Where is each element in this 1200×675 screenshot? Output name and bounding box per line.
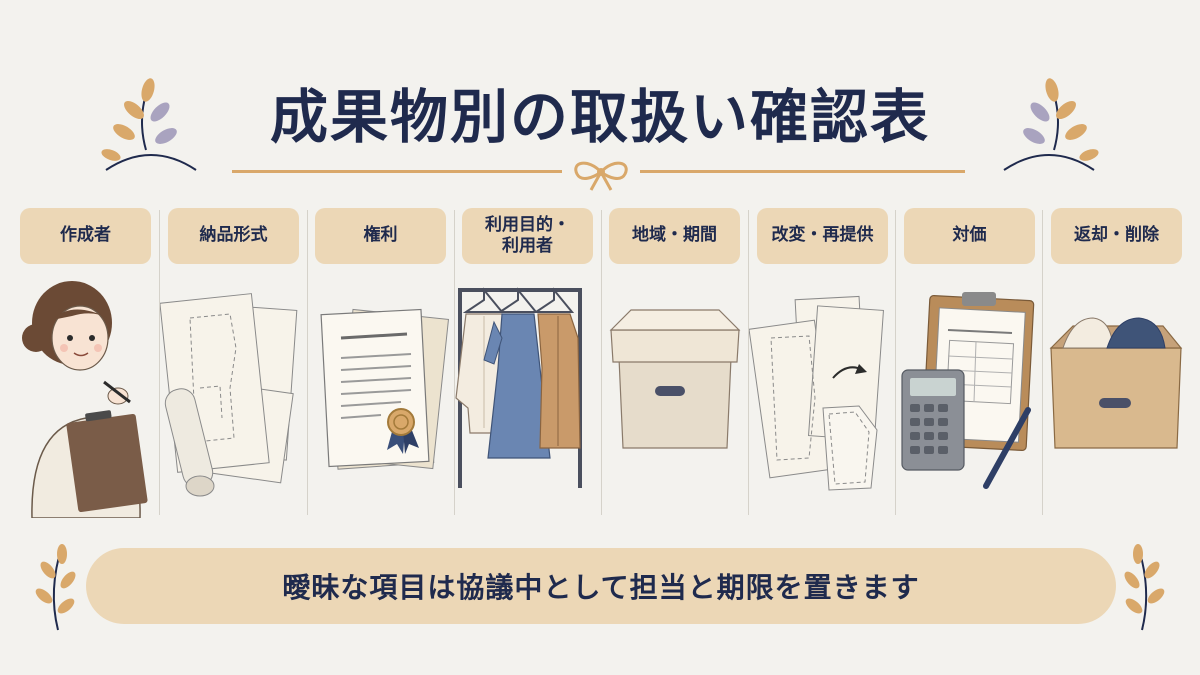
column-divider [748, 210, 749, 515]
column-modification: 改変・再提供 [749, 208, 896, 518]
column-header-return-deletion: 返却・削除 [1051, 208, 1182, 264]
column-divider [454, 210, 455, 515]
column-region-period: 地域・期間 [601, 208, 748, 518]
designer-with-clipboard-icon [22, 281, 148, 518]
page-title: 成果物別の取扱い確認表 [269, 83, 930, 151]
calculator-invoice-icon [901, 292, 1035, 489]
title-divider-right [640, 170, 965, 173]
title-divider-left [232, 170, 562, 173]
column-purpose-users: 利用目的・ 利用者 [454, 208, 601, 518]
column-header-rights: 権利 [315, 208, 446, 264]
column-delivery-format: 納品形式 [160, 208, 307, 518]
column-divider [307, 210, 308, 515]
bottom-left-laurel-icon [35, 544, 76, 631]
column-header-compensation: 対価 [904, 208, 1035, 264]
column-divider [1042, 210, 1043, 515]
return-box-icon [1049, 317, 1183, 449]
column-rights: 権利 [307, 208, 454, 518]
column-header-modification: 改変・再提供 [757, 208, 888, 264]
column-header-region-period: 地域・期間 [609, 208, 740, 264]
bottom-right-laurel-icon [1124, 544, 1165, 631]
storage-box-icon [609, 309, 741, 449]
column-header-purpose-users: 利用目的・ 利用者 [462, 208, 593, 264]
column-creator: 作成者 [12, 208, 159, 518]
column-divider [895, 210, 896, 515]
left-laurel-icon [101, 78, 197, 171]
clothing-rack-icon [455, 287, 582, 488]
ribbon-bow-icon [574, 161, 628, 191]
modified-pattern-icon [749, 295, 884, 491]
pattern-paper-icon [160, 293, 298, 497]
column-return-deletion: 返却・削除 [1043, 208, 1190, 518]
right-laurel-icon [1003, 78, 1099, 171]
column-compensation: 対価 [896, 208, 1043, 518]
column-header-creator: 作成者 [20, 208, 151, 264]
certificate-document-icon [320, 308, 450, 470]
column-divider [159, 210, 160, 515]
column-divider [601, 210, 602, 515]
column-header-delivery-format: 納品形式 [168, 208, 299, 264]
footer-note: 曖昧な項目は協議中として担当と期限を置きます [86, 548, 1116, 624]
